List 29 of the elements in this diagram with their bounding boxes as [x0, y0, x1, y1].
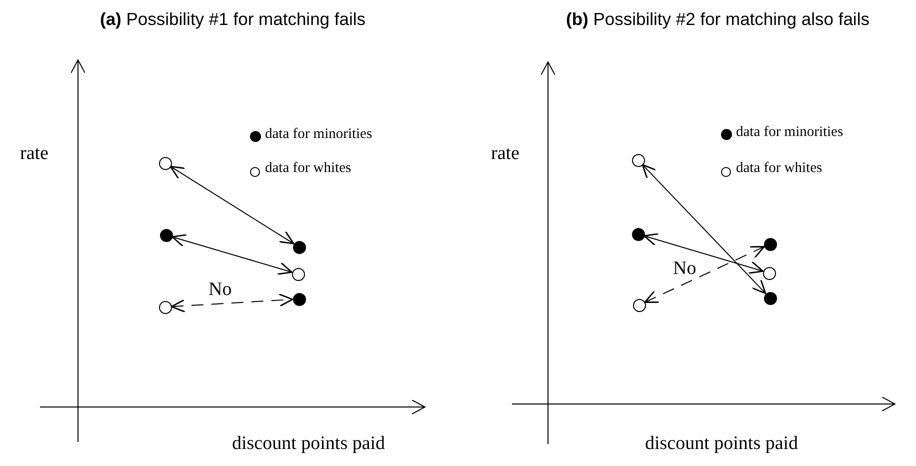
- axis-label: discount points paid: [645, 434, 798, 455]
- legend-label: data for whites: [265, 161, 352, 177]
- edge-label: No: [208, 280, 233, 298]
- hollow-data-point: [632, 298, 646, 312]
- hollow-data-point: [762, 266, 776, 280]
- legend-label: data for whites: [736, 161, 822, 177]
- legend-label: data for minorities: [265, 127, 372, 143]
- hollow-data-point: [632, 154, 644, 166]
- hollow-data-point: [292, 268, 304, 280]
- arrow: [172, 234, 292, 275]
- panel-title: (b) Possibility #2 for matching also fails: [566, 10, 870, 30]
- arrow: [642, 164, 766, 294]
- axis-label: rate: [20, 144, 48, 165]
- filled-data-point: [292, 292, 306, 306]
- legend-label: data for minorities: [736, 125, 844, 141]
- filled-data-point: [764, 238, 776, 250]
- dashed-arrow: [170, 293, 294, 313]
- arrow: [644, 233, 764, 274]
- dashed-arrow: [644, 246, 765, 303]
- axis-label: discount points paid: [232, 434, 386, 455]
- axis-label: rate: [491, 144, 520, 165]
- hollow-data-point: [158, 300, 172, 314]
- arrow: [170, 166, 294, 244]
- filled-data-point: [632, 228, 644, 240]
- panel-title: (a) Possibility #1 for matching fails: [100, 10, 366, 30]
- filled-data-point: [160, 228, 172, 242]
- filled-data-point: [764, 292, 776, 304]
- hollow-data-point: [158, 156, 172, 170]
- filled-data-point: [292, 240, 306, 254]
